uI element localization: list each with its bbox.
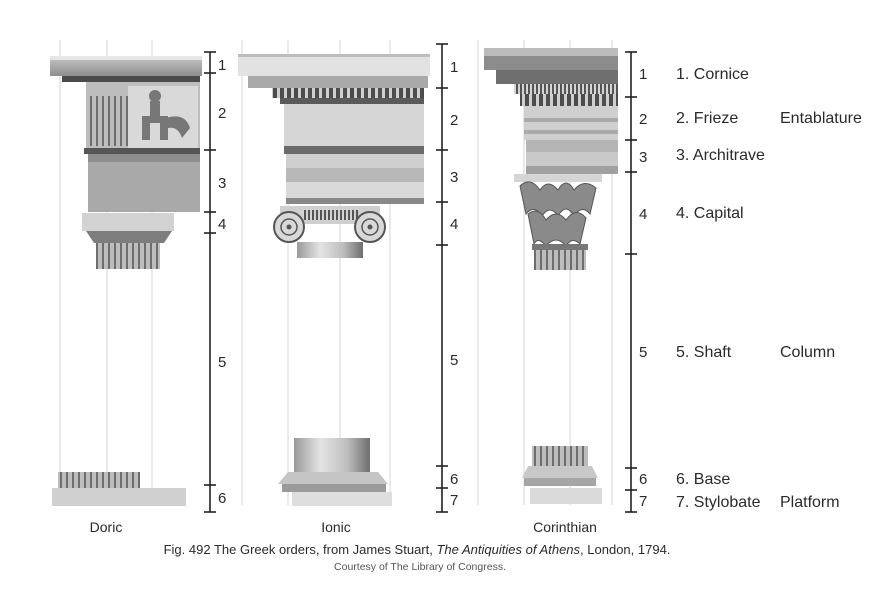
corinthian-scale-1: 1 (639, 66, 647, 83)
ionic-label: Ionic (321, 519, 351, 535)
figure-caption: Fig. 492 The Greek orders, from James St… (164, 542, 671, 557)
doric-scale-5: 5 (218, 354, 226, 371)
legend-frieze: 2. Frieze (676, 110, 738, 127)
ionic-scale-1: 1 (450, 59, 458, 76)
caption-prefix: Fig. 492 The Greek orders, from James St… (164, 542, 437, 557)
caption-title: The Antiquities of Athens (436, 542, 580, 557)
ionic-scale-5: 5 (450, 352, 458, 369)
legend-stylobate: 7. Stylobate (676, 494, 761, 511)
corinthian-scale-6: 6 (639, 471, 647, 488)
doric-scale-3: 3 (218, 175, 226, 192)
doric-scale-2: 2 (218, 105, 226, 122)
ionic-order-drawing: 1 2 3 4 5 6 7 Ionic (238, 40, 458, 535)
corinthian-scale-3: 3 (639, 149, 647, 166)
corinthian-scale-4: 4 (639, 206, 647, 223)
legend-group-platform: Platform (780, 494, 840, 511)
corinthian-order-drawing: 1 2 3 4 5 6 7 Corinthian (477, 40, 647, 535)
doric-scale-4: 4 (218, 216, 226, 233)
legend-architrave: 3. Architrave (676, 147, 765, 164)
doric-scale-1: 1 (218, 57, 226, 74)
doric-scale-6: 6 (218, 490, 226, 507)
legend-cornice: 1. Cornice (676, 66, 749, 83)
ionic-scale-7: 7 (450, 492, 458, 509)
parts-legend: 1. Cornice 2. Frieze 3. Architrave 4. Ca… (676, 66, 862, 511)
doric-order-drawing: 1 2 3 4 5 6 Doric (50, 40, 226, 535)
corinthian-scale-2: 2 (639, 111, 647, 128)
figure-credit: Courtesy of The Library of Congress. (334, 561, 506, 573)
legend-base: 6. Base (676, 471, 730, 488)
legend-group-entablature: Entablature (780, 110, 862, 127)
ionic-scale-2: 2 (450, 112, 458, 129)
legend-shaft: 5. Shaft (676, 344, 732, 361)
corinthian-scale-5: 5 (639, 344, 647, 361)
corinthian-label: Corinthian (533, 519, 597, 535)
doric-label: Doric (90, 519, 123, 535)
caption-suffix: , London, 1794. (580, 542, 670, 557)
corinthian-scale-7: 7 (639, 493, 647, 510)
legend-group-column: Column (780, 344, 835, 361)
ionic-scale-6: 6 (450, 471, 458, 488)
ionic-scale-3: 3 (450, 169, 458, 186)
ionic-scale-4: 4 (450, 216, 458, 233)
legend-capital: 4. Capital (676, 205, 744, 222)
